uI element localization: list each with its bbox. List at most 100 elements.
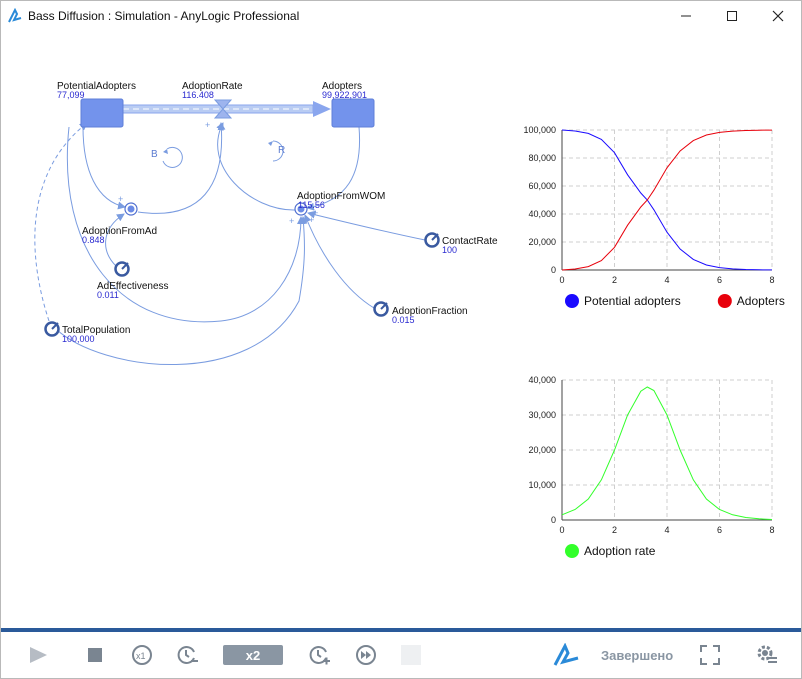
var-adoption-from-ad-icon[interactable]	[124, 202, 138, 216]
fast-forward-icon	[356, 645, 376, 665]
slow-down-button[interactable]: x1	[129, 640, 155, 670]
polarity-plus: +	[217, 122, 222, 132]
x-tick-label: 4	[664, 525, 669, 535]
run-button[interactable]	[25, 640, 51, 670]
close-button[interactable]	[755, 1, 801, 31]
stock-potential-adopters-name: PotentialAdopters	[57, 81, 136, 92]
fast-forward-button[interactable]	[353, 640, 379, 670]
param-total-population-name: TotalPopulation	[62, 325, 130, 336]
series-line-potential-adopters	[561, 129, 773, 271]
gear-icon	[757, 645, 777, 663]
y-tick-label: 10,000	[528, 480, 556, 490]
param-adoption-fraction-value: 0.015	[392, 315, 415, 325]
param-total-population-value: 100,000	[62, 334, 95, 344]
link-wom-to-rate	[216, 122, 296, 211]
y-tick-label: 40,000	[528, 375, 556, 385]
flow-valve-icon	[213, 99, 233, 119]
series-line-adopters	[561, 129, 773, 271]
title-bar: Bass Diffusion : Simulation - AnyLogic P…	[1, 1, 801, 31]
loop-r-label: R	[278, 145, 285, 156]
polarity-plus: +	[313, 208, 318, 218]
legend-label: Adoption rate	[584, 544, 656, 558]
stock-potential-adopters-value: 77,099	[57, 90, 85, 100]
y-tick-label: 100,000	[523, 125, 556, 135]
link-contact-to-wom	[307, 210, 426, 241]
var-adoption-from-wom-icon[interactable]	[294, 202, 308, 216]
toolbar-separator	[1, 628, 801, 632]
legend-label: Adopters	[737, 294, 785, 308]
y-tick-label: 0	[551, 265, 556, 275]
y-tick-label: 30,000	[528, 410, 556, 420]
link-fraction-to-wom	[303, 214, 375, 309]
x-tick-label: 2	[612, 525, 617, 535]
clock-plus-icon	[309, 646, 330, 665]
maximize-button[interactable]	[709, 1, 755, 31]
series-line-adoption-rate	[561, 386, 773, 520]
legend-marker	[565, 544, 579, 558]
y-tick-label: 0	[551, 515, 556, 525]
legend-marker	[717, 294, 732, 308]
param-adoption-fraction-name: AdoptionFraction	[392, 306, 468, 317]
link-potential-to-wom	[66, 126, 305, 323]
var-adoption-from-wom-value: 115.56	[298, 200, 325, 210]
fullscreen-button[interactable]	[697, 640, 723, 670]
window-title: Bass Diffusion : Simulation - AnyLogic P…	[28, 9, 300, 23]
settings-button[interactable]	[753, 640, 781, 670]
var-adoption-from-ad-value: 0.848	[82, 235, 105, 245]
maximize-icon	[727, 11, 737, 21]
param-ad-effectiveness-name: AdEffectiveness	[97, 281, 169, 292]
stock-adopters-value: 99,922,901	[322, 90, 367, 100]
stock-adopters[interactable]	[331, 98, 375, 128]
param-total-population-icon[interactable]	[44, 321, 60, 337]
loop-b-label: B	[151, 149, 158, 160]
virtual-time-button[interactable]	[175, 640, 201, 670]
x-tick-label: 0	[559, 525, 564, 535]
svg-text:x1: x1	[136, 651, 146, 661]
x-tick-label: 4	[664, 275, 669, 285]
polarity-plus: +	[289, 216, 294, 226]
stop-icon	[88, 648, 102, 662]
y-tick-label: 80,000	[528, 153, 556, 163]
x-tick-label: 8	[769, 525, 774, 535]
param-adoption-fraction-icon[interactable]	[373, 301, 389, 317]
step-button[interactable]	[399, 640, 423, 670]
simulation-toolbar: x1 x2 Завершено	[1, 632, 801, 678]
var-adoption-from-ad-name: AdoptionFromAd	[82, 226, 157, 237]
link-adopters-to-wom	[306, 126, 361, 211]
speed-indicator: x2	[223, 645, 283, 665]
param-contact-rate-icon[interactable]	[424, 232, 440, 248]
adoption-flow[interactable]	[122, 99, 331, 119]
speed-x1-icon: x1	[132, 645, 152, 665]
link-totalpop-to-wom	[55, 216, 308, 365]
param-ad-effectiveness-icon[interactable]	[114, 261, 130, 277]
polarity-plus: +	[309, 215, 314, 225]
x-tick-label: 8	[769, 275, 774, 285]
stock-potential-adopters[interactable]	[80, 98, 124, 128]
polarity-plus: +	[205, 120, 210, 130]
y-tick-label: 40,000	[528, 209, 556, 219]
model-canvas[interactable]: + + + + + +	[1, 31, 801, 627]
fullscreen-icon	[700, 645, 720, 665]
simulation-status: Завершено	[601, 648, 674, 663]
link-totalpop-to-potential	[34, 122, 88, 322]
minimize-button[interactable]	[663, 1, 709, 31]
x-tick-label: 0	[559, 275, 564, 285]
close-icon	[772, 10, 784, 22]
clock-minus-icon	[177, 646, 198, 664]
anylogic-logo-icon	[8, 8, 22, 23]
param-ad-effectiveness-value: 0.011	[97, 290, 119, 300]
speed-up-button[interactable]	[307, 640, 333, 670]
flow-adoption-rate-value: 116.408	[182, 90, 214, 100]
loop-b-icon	[162, 146, 183, 168]
var-adoption-from-wom-name: AdoptionFromWOM	[297, 191, 385, 202]
stop-button[interactable]	[83, 640, 107, 670]
stock-adopters-name: Adopters	[322, 81, 362, 92]
link-adeff-to-adfromad	[105, 213, 125, 267]
x-tick-label: 6	[717, 525, 722, 535]
polarity-plus: +	[118, 194, 123, 204]
link-adfromad-to-rate	[137, 122, 226, 214]
loop-r-icon	[268, 140, 284, 162]
